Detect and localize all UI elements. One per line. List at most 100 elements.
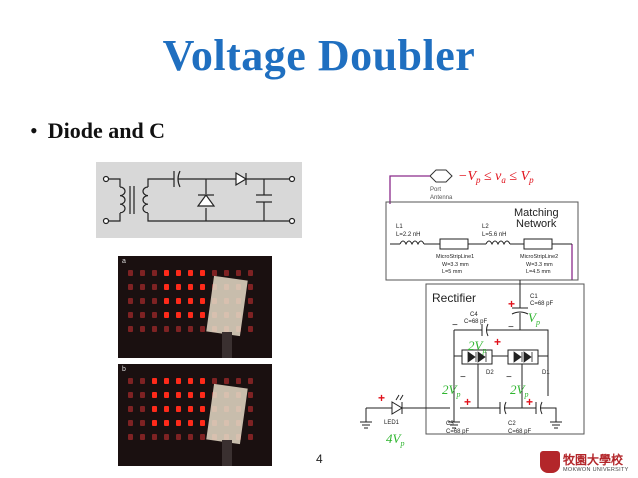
matching-network-title-1: Matching xyxy=(514,207,559,219)
led-light xyxy=(176,298,181,304)
led-light xyxy=(140,284,145,290)
c2-name: C2 xyxy=(508,421,516,427)
d2-name: D2 xyxy=(486,370,494,376)
led-light xyxy=(140,326,145,332)
led-light xyxy=(176,420,181,426)
led-light xyxy=(176,378,181,384)
led-array-photo-b-drawing xyxy=(118,364,272,466)
antenna-stand xyxy=(222,440,232,466)
led-light xyxy=(176,392,181,398)
led-light xyxy=(140,312,145,318)
msl1-name: MicroStripLine1 xyxy=(436,254,474,260)
c1-value: C=68 pF xyxy=(530,301,554,307)
led-light xyxy=(200,284,205,290)
led-light xyxy=(152,378,157,384)
feed-lines xyxy=(389,175,573,280)
slide-title: Voltage Doubler xyxy=(162,31,476,80)
c4-name: C4 xyxy=(470,312,478,318)
led-voltage-4vp: 4Vp xyxy=(386,431,404,448)
led-light xyxy=(236,270,241,276)
led-light xyxy=(164,270,169,276)
c2-minus-sign: − xyxy=(506,372,512,383)
l2-value: L=5.6 nH xyxy=(482,232,507,238)
led-light xyxy=(236,378,241,384)
c1-voltage-vp: Vp xyxy=(528,310,540,327)
led-light xyxy=(248,378,253,384)
led-light xyxy=(152,434,157,440)
led-array-photo-a: a xyxy=(118,256,272,358)
doubler-schematic-drawing xyxy=(102,170,296,225)
photo-b-label: b xyxy=(122,366,126,373)
led-light xyxy=(164,392,169,398)
led-light xyxy=(248,420,253,426)
led-light xyxy=(128,270,133,276)
led-plus-sign: + xyxy=(378,391,385,405)
led-light xyxy=(248,284,253,290)
antenna-board xyxy=(206,275,248,337)
led-light xyxy=(224,378,229,384)
led-light xyxy=(200,392,205,398)
diode-symbols xyxy=(467,351,533,363)
antenna-stand xyxy=(222,332,232,358)
led-light xyxy=(200,326,205,332)
led-light xyxy=(152,420,157,426)
led-light xyxy=(128,420,133,426)
voltage-range-inequality: −Vp ≤ va ≤ Vp xyxy=(458,169,534,185)
c3-plus-sign: + xyxy=(464,395,471,409)
led-light xyxy=(128,434,133,440)
led-light xyxy=(188,270,193,276)
led-light xyxy=(188,434,193,440)
led-light xyxy=(200,298,205,304)
led-light xyxy=(128,326,133,332)
led-light xyxy=(152,298,157,304)
c2-plus-sign: + xyxy=(526,395,533,409)
led-light xyxy=(152,326,157,332)
antenna-board xyxy=(206,383,248,445)
led-light xyxy=(200,406,205,412)
led-light xyxy=(164,420,169,426)
logo-korean-name: 牧園大學校 xyxy=(563,453,624,467)
msl1-length: L=5 mm xyxy=(442,269,462,275)
rectifier-title: Rectifier xyxy=(432,291,476,305)
led-light xyxy=(152,392,157,398)
led1-name: LED1 xyxy=(384,420,400,426)
led-light xyxy=(128,284,133,290)
led-light xyxy=(128,392,133,398)
bullet-text: Diode and C xyxy=(47,118,166,143)
led-light xyxy=(140,434,145,440)
antenna-label: Antenna xyxy=(430,195,453,201)
c3-value: C=68 pF xyxy=(446,429,470,435)
led-light xyxy=(152,284,157,290)
led-light xyxy=(164,312,169,318)
led-light xyxy=(200,420,205,426)
rectifier-box xyxy=(425,283,585,435)
c2-voltage-2vp: 2Vp xyxy=(510,382,528,399)
photo-a-label: a xyxy=(122,258,126,265)
led-light xyxy=(224,270,229,276)
led-light xyxy=(164,298,169,304)
bullet-item: •Diode and C xyxy=(30,118,165,144)
led-light xyxy=(200,378,205,384)
logo-english-name: MOKWON UNIVERSITY xyxy=(563,467,629,473)
led-light xyxy=(212,378,217,384)
l2-name: L2 xyxy=(482,224,489,230)
port-label: Port xyxy=(430,187,441,193)
doubler-schematic xyxy=(96,162,302,238)
university-crest-icon xyxy=(540,451,560,473)
led-light xyxy=(188,326,193,332)
c2-value: C=68 pF xyxy=(508,429,532,435)
led-light xyxy=(128,406,133,412)
led-light xyxy=(176,326,181,332)
led-light xyxy=(128,378,133,384)
led-light xyxy=(188,378,193,384)
d1-name: D1 xyxy=(542,370,550,376)
c3-minus-sign: − xyxy=(460,372,466,383)
led-light xyxy=(128,312,133,318)
university-logo: 牧園大學校 MOKWON UNIVERSITY xyxy=(540,451,636,477)
msl1-width: W=3.3 mm xyxy=(442,262,469,268)
led-light xyxy=(212,270,217,276)
led-light xyxy=(176,312,181,318)
led-light xyxy=(248,434,253,440)
l1-name: L1 xyxy=(396,224,403,230)
led-array-photo-b: b xyxy=(118,364,272,466)
